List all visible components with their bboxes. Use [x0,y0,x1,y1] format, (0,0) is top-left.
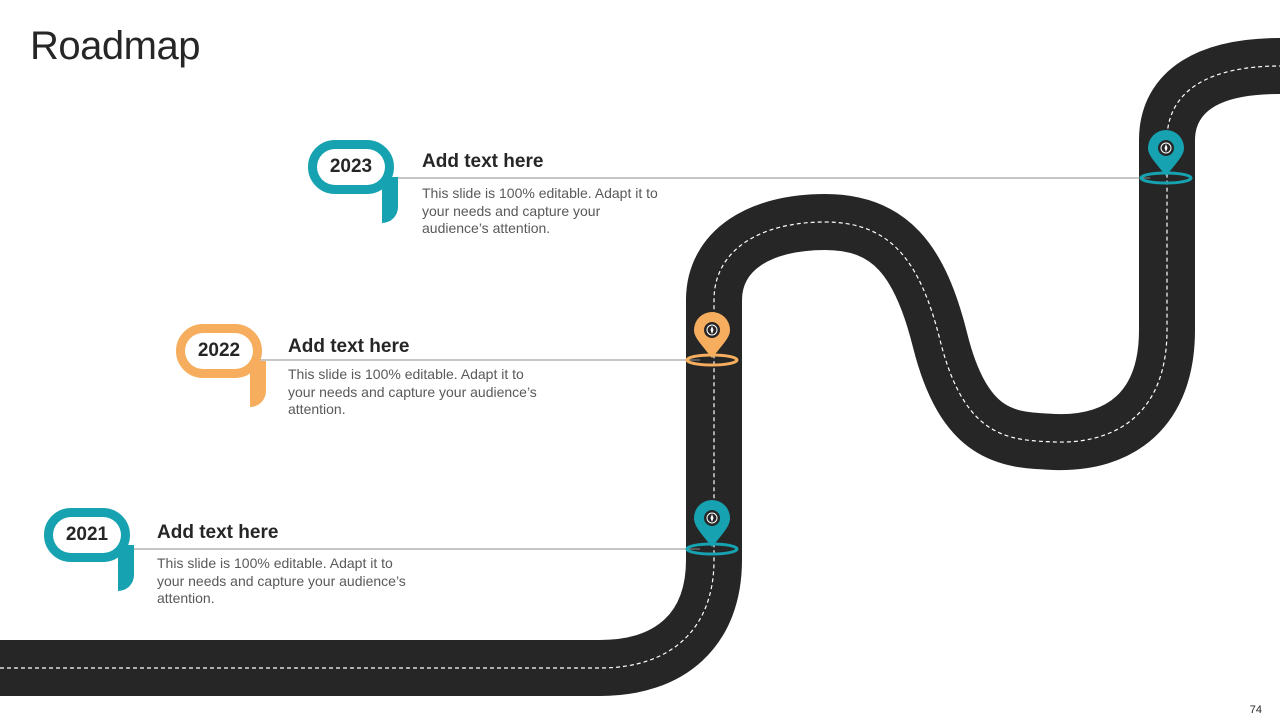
milestone-body-2022: This slide is 100% editable. Adapt it to… [288,366,537,417]
milestone-body-2021: This slide is 100% editable. Adapt it to… [157,555,406,606]
year-label: 2023 [317,149,385,185]
compass-icon [1160,142,1172,154]
milestone-body-2023: This slide is 100% editable. Adapt it to… [422,185,658,236]
milestone-heading-2022: Add text here [288,336,410,357]
year-label: 2021 [53,517,121,553]
year-badge-2022: 2022 [176,324,266,407]
map-pin-2021 [685,500,739,556]
year-label: 2022 [185,333,253,369]
compass-icon [706,324,718,336]
milestone-heading-2023: Add text here [422,151,544,172]
map-pin-2023 [1139,130,1193,185]
compass-icon [706,512,718,524]
year-badge-2021: 2021 [44,508,134,591]
page-title: Roadmap [30,24,200,68]
road-center-dashes [0,65,1280,669]
milestone-heading-2021: Add text here [157,522,279,543]
year-badge-2023: 2023 [308,140,398,223]
page-number: 74 [1249,704,1262,716]
map-pin-2022 [685,312,739,367]
